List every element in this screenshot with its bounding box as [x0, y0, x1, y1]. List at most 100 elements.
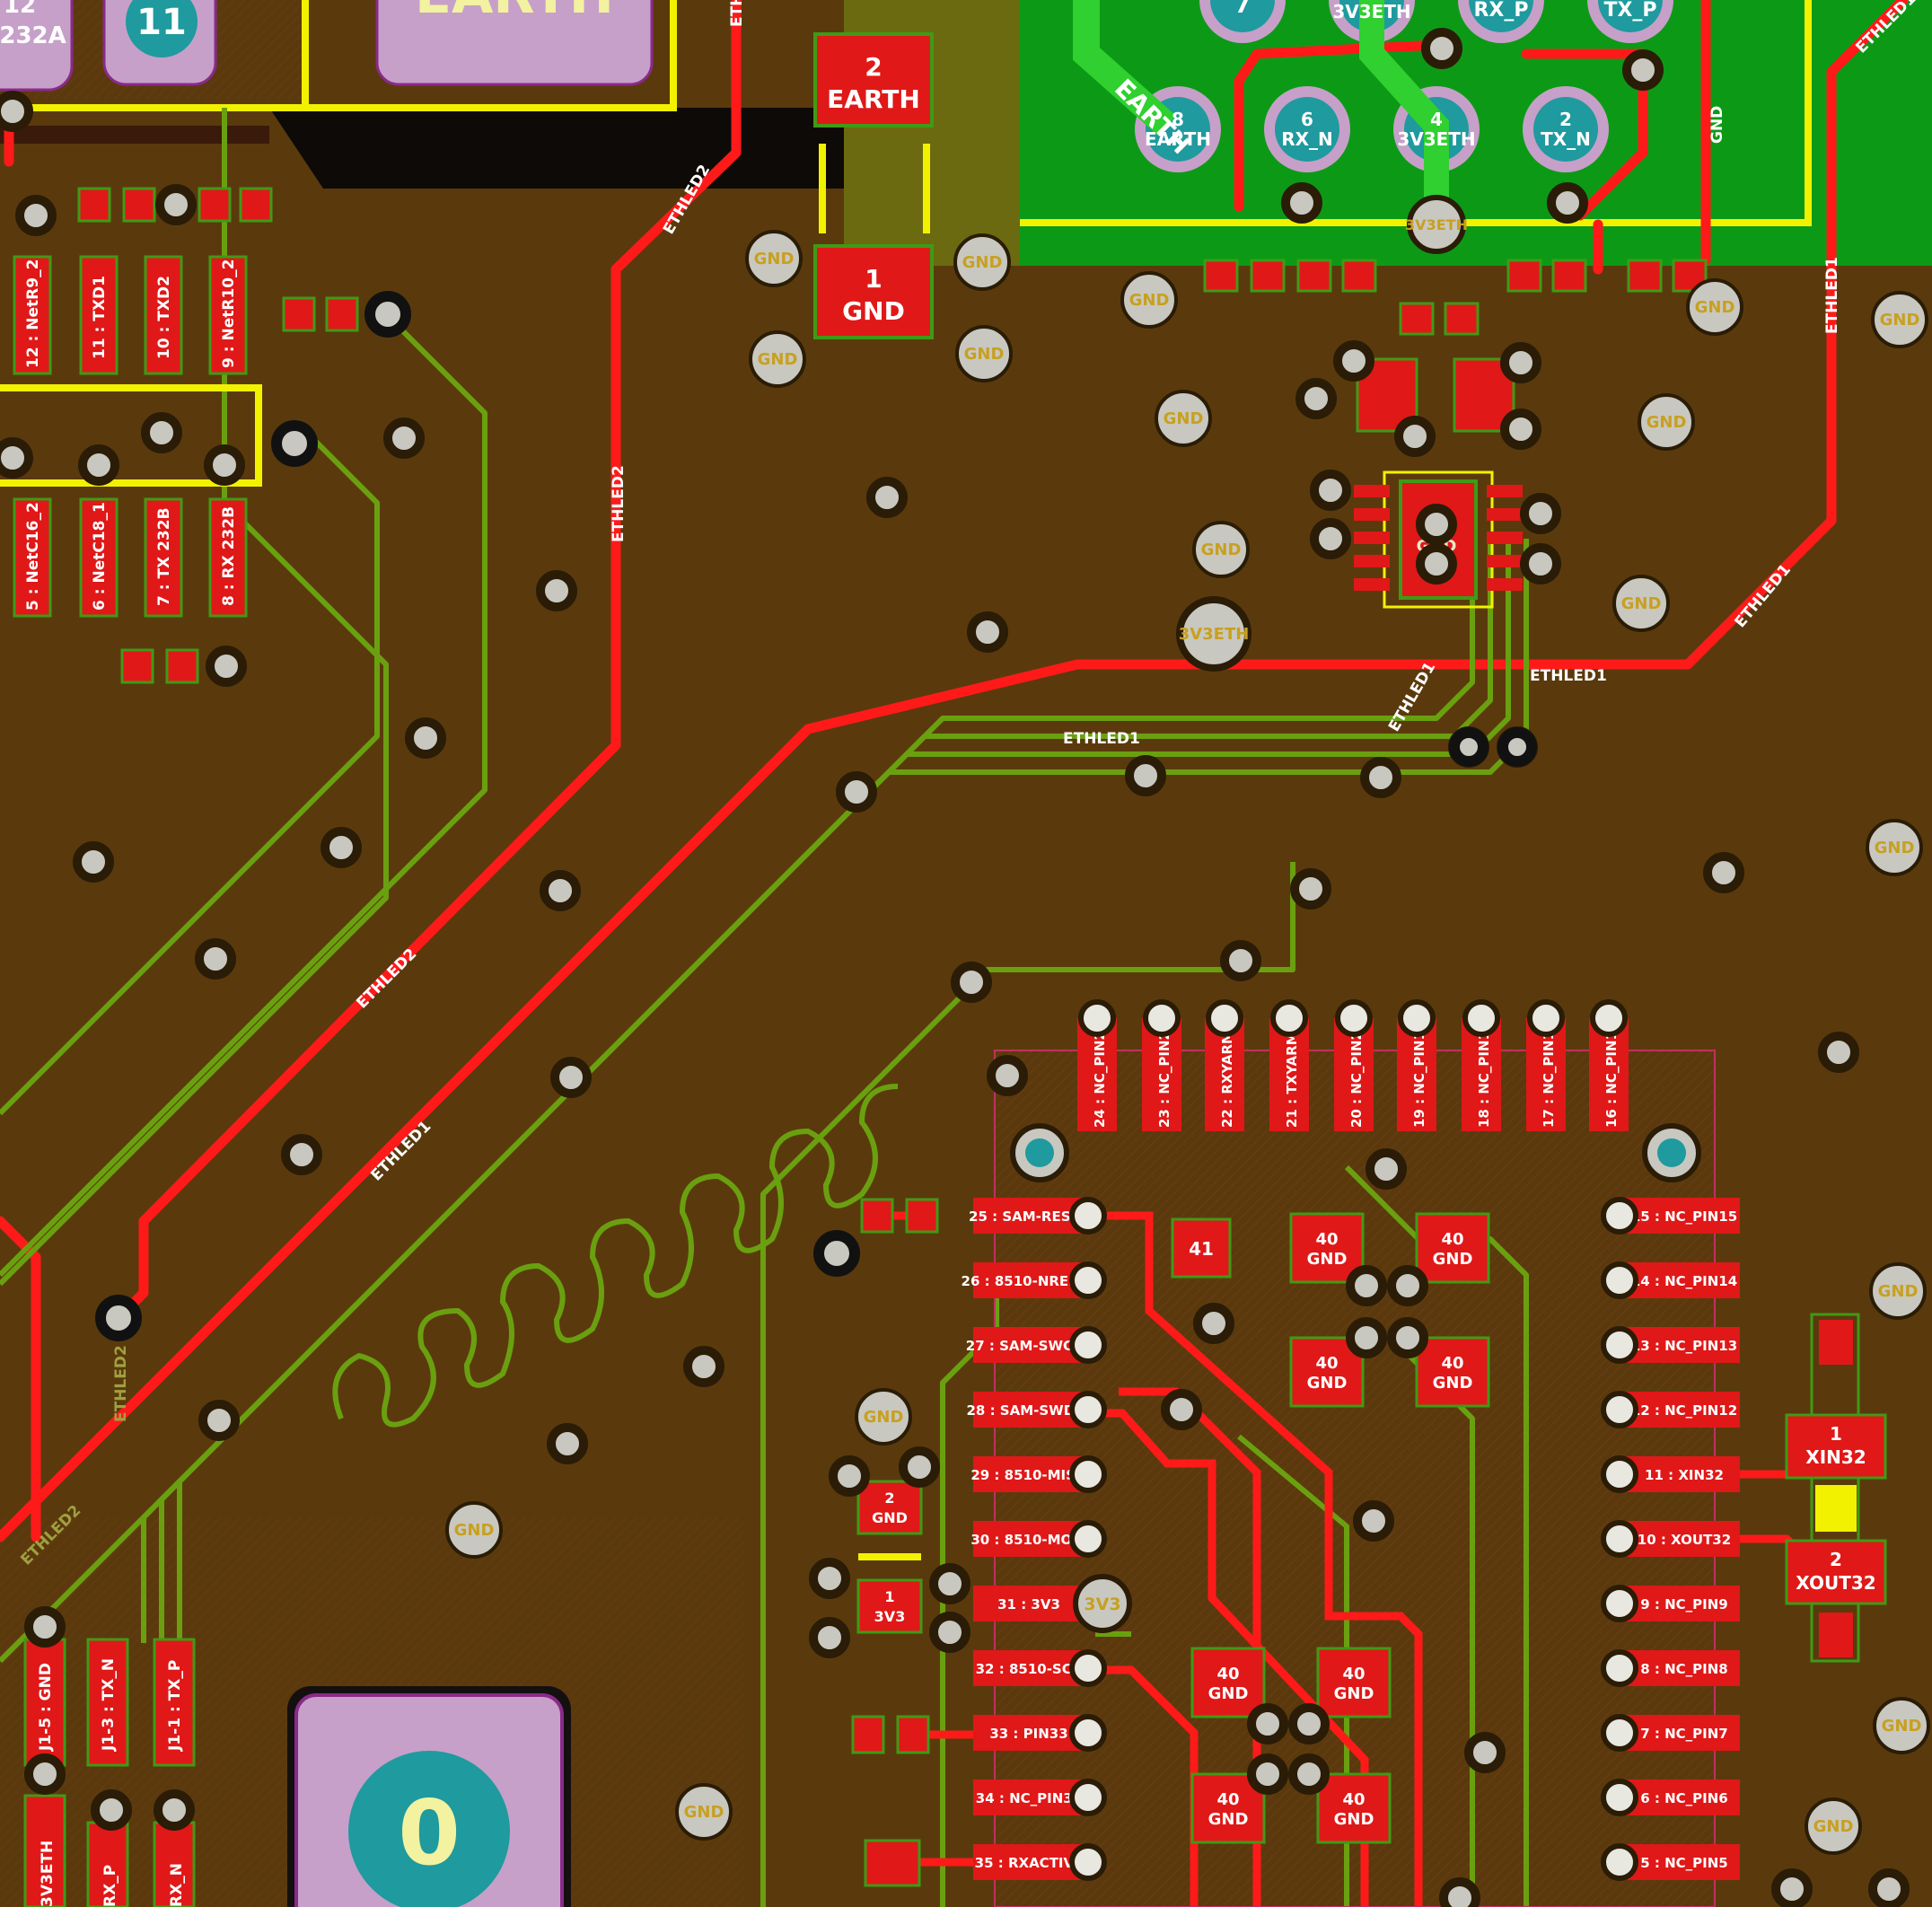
conn-pin-bottom-2-name: RX_N [1281, 128, 1333, 150]
gnd-pad-1[interactable] [813, 244, 934, 339]
conn-pin-top-4-name: TX_P [1603, 0, 1656, 22]
mounting-hole-label: 0 [398, 1780, 461, 1885]
gnd-via-1[interactable] [745, 230, 803, 287]
left-pad-9-label: 9 : NetR10_2 [220, 259, 238, 368]
left-pad-10[interactable] [144, 255, 183, 375]
qfn-left-pin-33: 33 : PIN33 [989, 1726, 1067, 1742]
gnd-via-10[interactable] [1612, 575, 1670, 632]
gnd-via-16[interactable] [445, 1501, 503, 1559]
crystal-pad-1-num: 1 [1830, 1423, 1842, 1445]
via-3v3-qfn[interactable] [1073, 1574, 1132, 1633]
gnd-via-11-label: GND [1880, 311, 1920, 330]
thermal-2-num: 40 [1441, 1230, 1463, 1249]
gnd-via-2[interactable] [953, 233, 1011, 291]
qfn-left-pin-25: 25 : SAM-RESET [969, 1208, 1090, 1225]
left-pad-12-label: 12 : NetR9_2 [24, 259, 42, 368]
dark-band-left [0, 126, 269, 144]
net-label-ethled1-vertical: ETHLED1 [1823, 257, 1841, 334]
qfn-top-pin-21: 21 : TXYARM [1284, 1032, 1300, 1128]
qfn-fiducial-right-core [1657, 1138, 1686, 1167]
qfn-right-pin-5: 5 : NC_PIN5 [1640, 1855, 1728, 1871]
gnd-via-4-label: GND [964, 345, 1005, 364]
j1-pad-gnd[interactable] [23, 1638, 66, 1767]
left-pad-7-label: 7 : TX 232B [155, 507, 173, 606]
lilac-pad-232a [0, 0, 74, 92]
thermal-7-name: GND [1208, 1810, 1249, 1829]
thermal-8-name: GND [1334, 1810, 1374, 1829]
conn-pin-bottom-1-num: 8 [1172, 109, 1184, 130]
qfn-top-pin-16: 16 : NC_PIN16 [1603, 1022, 1620, 1128]
green-3v3eth-trace [1359, 0, 1449, 224]
j1-pad-gnd-label: J1-5 : GND [37, 1663, 55, 1752]
crystal-pad-1[interactable] [1785, 1413, 1887, 1480]
gnd-via-9-label: GND [1647, 413, 1687, 432]
thermal-1-name: GND [1307, 1250, 1348, 1269]
gnd-via-14[interactable] [1873, 1697, 1930, 1754]
dark-band [269, 108, 898, 189]
cap-pad-2-num: 2 [884, 1490, 894, 1507]
left-pad-5[interactable] [13, 497, 52, 618]
gnd-via-12[interactable] [1866, 819, 1923, 876]
net-label-gnd-trace: GND [1708, 106, 1726, 144]
gnd-via-17[interactable] [675, 1783, 733, 1841]
via-3v3eth-connector[interactable] [1407, 195, 1466, 254]
qfn-thermal-pads [1190, 1212, 1490, 1844]
gnd-via-16-label: GND [454, 1521, 495, 1540]
net-label-ethled2-left: ETHLED2 [112, 1345, 130, 1422]
j1-pad-rx-p[interactable] [86, 1821, 129, 1907]
crystal-pad-2-name: XOUT32 [1796, 1572, 1875, 1594]
thermal-1-num: 40 [1315, 1230, 1338, 1249]
earth-pad-2[interactable] [813, 32, 934, 127]
qfn-top-pin-20: 20 : NC_PIN20 [1348, 1022, 1365, 1128]
net-label-ethled1-right: ETHLED1 [1530, 667, 1607, 685]
gnd-via-18[interactable] [855, 1388, 912, 1446]
gnd-via-1-label: GND [754, 250, 795, 268]
gnd-via-11[interactable] [1871, 291, 1928, 348]
cap-pad-2[interactable] [856, 1480, 923, 1535]
j1-pad-tx-n[interactable] [86, 1638, 129, 1767]
gnd-via-9[interactable] [1638, 393, 1695, 451]
qfn-left-pin-28: 28 : SAM-SWDIO [966, 1402, 1091, 1419]
conn-pin-bottom-3-num: 4 [1430, 109, 1443, 130]
thermal-7-num: 40 [1216, 1790, 1239, 1809]
qfn-pad-41[interactable] [1171, 1217, 1232, 1279]
left-pad-9[interactable] [208, 255, 248, 375]
qfn-right-pin-11: 11 : XIN32 [1645, 1467, 1724, 1483]
left-pad-12[interactable] [13, 255, 52, 375]
j1-pad-tx-p[interactable] [153, 1638, 196, 1767]
left-pad-11[interactable] [79, 255, 119, 375]
crystal-small-top [1819, 1320, 1853, 1365]
qfn-thermal-labels: 40 GND 40 GND 40 GND 40 GND 40 GND 40 GN… [1208, 1230, 1473, 1829]
crystal-pad-1-name: XIN32 [1805, 1446, 1866, 1468]
qfn-right-pin-6: 6 : NC_PIN6 [1640, 1790, 1728, 1806]
qfn-top-pin-18: 18 : NC_PIN18 [1476, 1022, 1492, 1128]
qfn-left-pin-26: 26 : 8510-NRESET [962, 1273, 1098, 1289]
via-3v3eth-phy[interactable] [1176, 596, 1251, 672]
cap-pad-1[interactable] [856, 1578, 923, 1634]
j1-label-rx-p: RX_P [101, 1865, 119, 1907]
left-silk-box [0, 384, 262, 487]
left-pad-8-label: 8 : RX 232B [220, 506, 238, 606]
gnd-via-6[interactable] [1155, 390, 1212, 447]
lilac-pad-earth [375, 0, 654, 86]
conn-pin-bottom-3-name: 3V3ETH [1397, 128, 1475, 150]
j1-pad-3v3eth[interactable] [23, 1794, 66, 1907]
qfn-left-pin-35: 35 : RXACTIVE [975, 1855, 1084, 1871]
gnd-via-4[interactable] [955, 325, 1013, 382]
gnd-via-13[interactable] [1869, 1262, 1927, 1320]
gnd-via-15[interactable] [1805, 1797, 1862, 1855]
left-pad-7[interactable] [144, 497, 183, 618]
left-pad-6[interactable] [79, 497, 119, 618]
gnd-via-8[interactable] [1686, 278, 1743, 336]
crystal-pad-2-num: 2 [1830, 1549, 1842, 1570]
gnd-via-14-label: GND [1882, 1717, 1922, 1736]
left-pad-8[interactable] [208, 497, 248, 618]
left-small-pads [77, 187, 939, 1887]
gnd-via-3[interactable] [749, 330, 806, 388]
gnd-via-5[interactable] [1120, 271, 1178, 329]
crystal-pad-2[interactable] [1785, 1539, 1887, 1605]
gnd-via-8-label: GND [1695, 298, 1735, 317]
gnd-via-7[interactable] [1192, 521, 1250, 578]
left-num-12: 12 [4, 0, 36, 19]
